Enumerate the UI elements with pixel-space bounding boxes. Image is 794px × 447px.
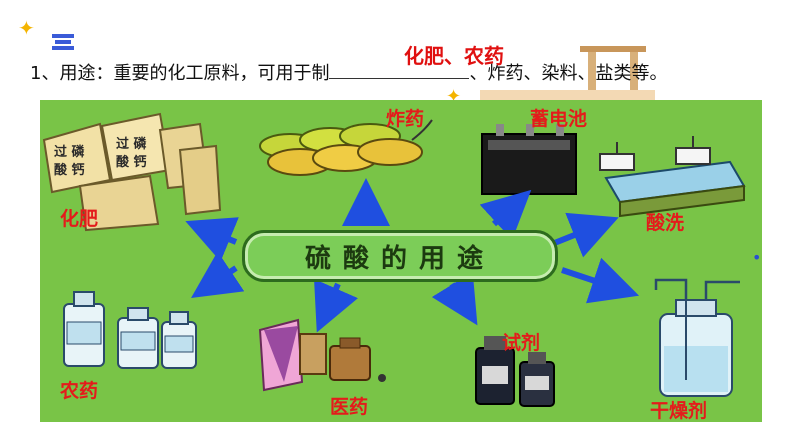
decorative-dots-icon: • — [752, 248, 762, 267]
battery-icon — [481, 124, 577, 195]
medicine-boxes-icon — [258, 318, 386, 392]
label-reagent: 试剂 — [502, 332, 541, 354]
sentence-prefix: 1、用途：重要的化工原料，可用于制 — [30, 63, 330, 84]
drying-bottle-icon — [654, 278, 740, 397]
easel-decoration-icon — [480, 46, 655, 100]
svg-text:过 磷: 过 磷 — [54, 144, 86, 160]
svg-text:酸 钙: 酸 钙 — [116, 154, 147, 170]
svg-text:过 磷: 过 磷 — [116, 136, 148, 152]
explosives-bundle-icon — [259, 119, 433, 176]
sentence-suffix: 、炸药、染料、盐类等。 — [469, 63, 668, 84]
label-fertilizer: 化肥 — [60, 208, 99, 230]
label-medicine: 医药 — [330, 396, 369, 418]
answer-blank — [329, 58, 470, 79]
label-pesticide: 农药 — [60, 380, 99, 402]
center-title-box: 硫酸的用途 — [242, 230, 558, 282]
pickling-tank-icon — [599, 136, 746, 218]
svg-text:酸 钙: 酸 钙 — [54, 162, 85, 178]
blank-answer: 化肥、农药 — [404, 44, 504, 68]
usage-arrows — [185, 178, 640, 333]
center-title: 硫酸的用途 — [304, 243, 495, 274]
decorative-blob-icon — [52, 34, 74, 50]
diagram-illustrations: 过 磷 酸 钙 过 磷 酸 钙 — [42, 112, 746, 407]
sparkle-icon: ✦ — [18, 16, 35, 40]
label-explosives: 炸药 — [386, 108, 425, 130]
usage-sentence: 1、用途：重要的化工原料，可用于制 、炸药、染料、盐类等。 — [30, 58, 770, 86]
sulfuric-acid-uses-diagram: 过 磷 酸 钙 过 磷 酸 钙 — [40, 100, 762, 422]
label-battery: 蓄电池 — [530, 108, 588, 130]
reagent-bottles-icon — [475, 336, 555, 407]
label-pickling: 酸洗 — [646, 212, 685, 234]
pesticide-bottles-icon — [63, 291, 197, 369]
fertilizer-sacks-icon: 过 磷 酸 钙 过 磷 酸 钙 — [42, 112, 222, 232]
label-desiccant: 干燥剂 — [650, 400, 708, 422]
